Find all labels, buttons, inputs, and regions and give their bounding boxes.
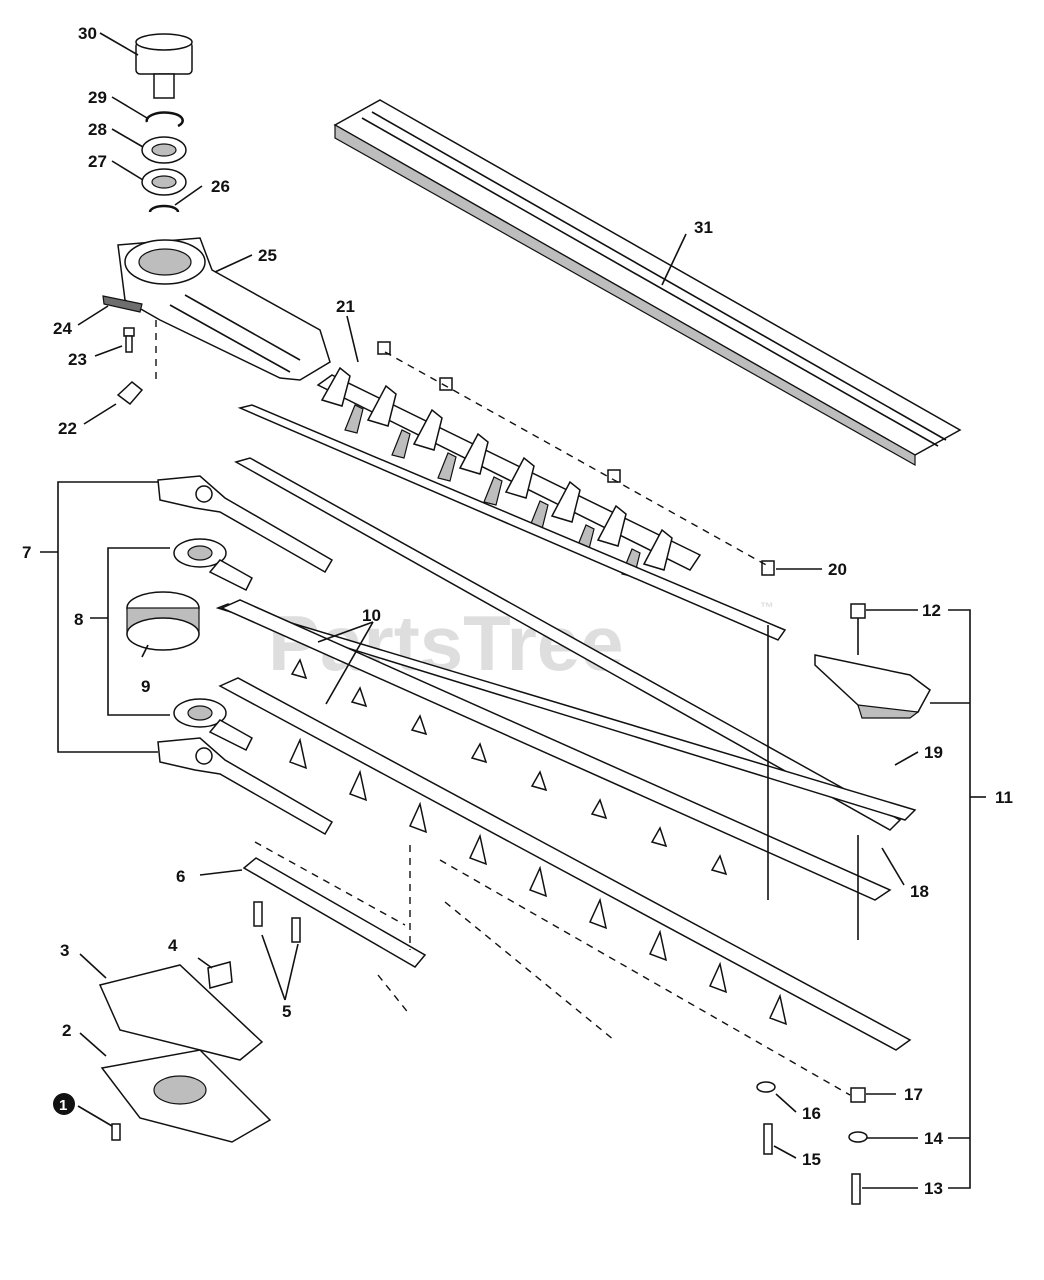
- part-3-gasket[interactable]: [98, 964, 264, 1061]
- callout-labels: 30 29 28 27 26 25 24 23 22 31 21 20 12 7…: [22, 24, 1013, 1198]
- part-6-plate[interactable]: [242, 857, 427, 968]
- callout-8[interactable]: 8: [74, 610, 83, 629]
- callout-1-text: 1: [59, 1097, 67, 1114]
- callout-12[interactable]: 12: [922, 601, 941, 620]
- part-20-nuts[interactable]: [377, 341, 775, 576]
- part-8-connecting-rod-upper[interactable]: [173, 538, 253, 592]
- callout-21[interactable]: 21: [336, 297, 355, 316]
- part-28-bearing[interactable]: [141, 136, 187, 164]
- part-1-screw[interactable]: [111, 1123, 121, 1141]
- part-24-lever[interactable]: [102, 295, 143, 313]
- callout-29[interactable]: 29: [88, 88, 107, 107]
- part-10-lower-blade-b[interactable]: [218, 677, 912, 1051]
- part-26-circlip[interactable]: [148, 204, 180, 213]
- part-4-clip[interactable]: [207, 961, 233, 989]
- callout-27[interactable]: 27: [88, 152, 107, 171]
- part-17-nut[interactable]: [850, 1087, 866, 1103]
- part-15-screw[interactable]: [763, 1123, 773, 1155]
- callout-13[interactable]: 13: [924, 1179, 943, 1198]
- callout-30[interactable]: 30: [78, 24, 97, 43]
- callout-17[interactable]: 17: [904, 1085, 923, 1104]
- part-23-screw[interactable]: [123, 327, 135, 353]
- callout-7[interactable]: 7: [22, 543, 31, 562]
- part-21-upper-blade[interactable]: [316, 366, 702, 578]
- leader-lines: [40, 32, 986, 1189]
- callout-24[interactable]: 24: [53, 319, 72, 338]
- part-12-nut[interactable]: [850, 603, 866, 619]
- part-14-washer[interactable]: [848, 1131, 868, 1143]
- callout-19[interactable]: 19: [924, 743, 943, 762]
- callout-10[interactable]: 10: [362, 606, 381, 625]
- part-7-plate-upper[interactable]: [157, 475, 334, 574]
- alignment-lines: [254, 618, 859, 1096]
- callout-6[interactable]: 6: [176, 867, 185, 886]
- callout-16[interactable]: 16: [802, 1104, 821, 1123]
- callout-23[interactable]: 23: [68, 350, 87, 369]
- part-27-bearing[interactable]: [141, 168, 187, 196]
- callout-9[interactable]: 9: [141, 677, 150, 696]
- part-19-lower-bar[interactable]: [215, 603, 917, 821]
- part-5-screws[interactable]: [253, 901, 301, 943]
- callout-31[interactable]: 31: [694, 218, 713, 237]
- callout-1[interactable]: 1: [53, 1093, 75, 1115]
- part-7-plate-lower[interactable]: [157, 737, 334, 836]
- part-13-screw[interactable]: [851, 1173, 861, 1205]
- callout-22[interactable]: 22: [58, 419, 77, 438]
- part-10-lower-blade-a[interactable]: [220, 599, 892, 901]
- callout-3[interactable]: 3: [60, 941, 69, 960]
- part-16-washer[interactable]: [756, 1081, 776, 1093]
- part-19-spacer-bar[interactable]: [237, 404, 787, 641]
- callout-2[interactable]: 2: [62, 1021, 71, 1040]
- part-2-gear-cover[interactable]: [100, 1049, 272, 1143]
- part-9-gear[interactable]: [126, 591, 200, 651]
- callout-20[interactable]: 20: [828, 560, 847, 579]
- part-29-snap-ring[interactable]: [145, 111, 184, 128]
- callout-25[interactable]: 25: [258, 246, 277, 265]
- callout-5[interactable]: 5: [282, 1002, 291, 1021]
- watermark-tm: ™: [760, 599, 774, 615]
- callout-28[interactable]: 28: [88, 120, 107, 139]
- part-11-blade-tip[interactable]: [814, 654, 931, 719]
- part-18-spacer-bar[interactable]: [234, 457, 902, 831]
- part-22-grease-fitting[interactable]: [116, 381, 144, 406]
- part-31-blade-cover[interactable]: [333, 99, 962, 467]
- callout-18[interactable]: 18: [910, 882, 929, 901]
- callout-15[interactable]: 15: [802, 1150, 821, 1169]
- part-8-connecting-rod-lower[interactable]: [173, 698, 253, 752]
- part-30-knob[interactable]: [135, 33, 193, 99]
- callout-11[interactable]: 11: [995, 788, 1013, 807]
- callout-4[interactable]: 4: [168, 936, 178, 955]
- callout-14[interactable]: 14: [924, 1129, 943, 1148]
- callout-26[interactable]: 26: [211, 177, 230, 196]
- part-25-gear-case[interactable]: [117, 237, 331, 381]
